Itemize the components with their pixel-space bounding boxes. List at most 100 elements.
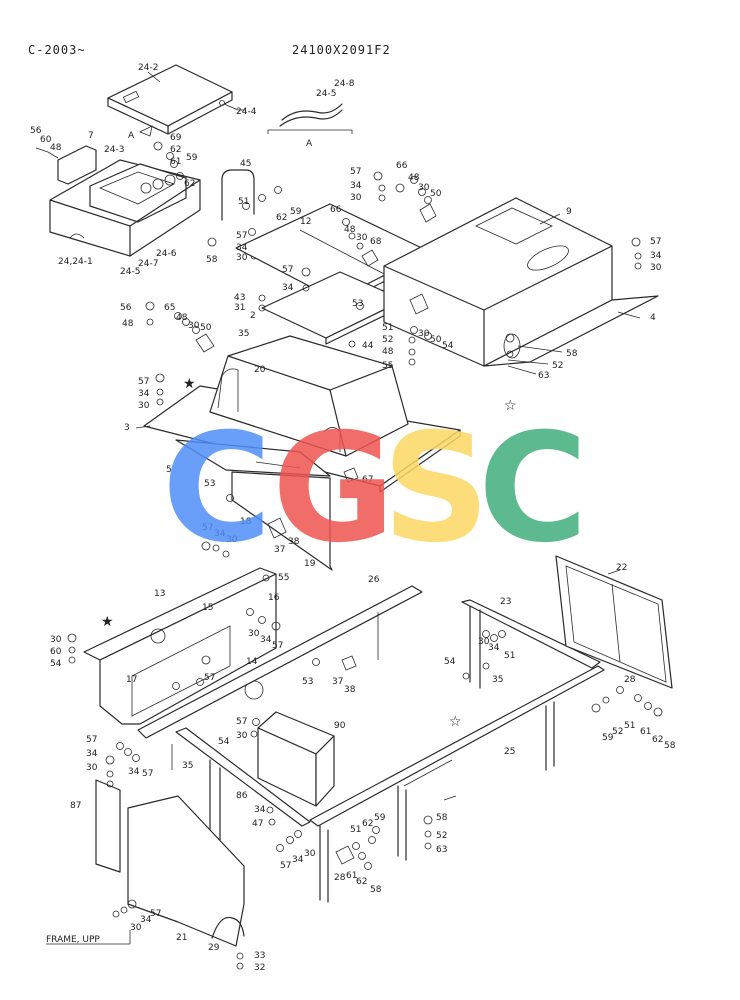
- part-label: 58: [370, 885, 382, 895]
- header-right-code: 24100X2091F2: [292, 43, 391, 57]
- part-label: 48: [408, 173, 420, 183]
- part-label: 9: [566, 207, 572, 217]
- part-label: 51: [382, 323, 393, 333]
- part-label: 57: [350, 167, 361, 177]
- part-label: 18: [240, 517, 252, 527]
- watermark-letter: G: [272, 402, 395, 576]
- part-label: 56: [30, 126, 42, 136]
- part-label: 69: [170, 133, 182, 143]
- part-label: 34: [292, 855, 304, 865]
- leader-lines: [46, 71, 641, 945]
- long-rail-86: [175, 727, 311, 841]
- part-label: 59: [186, 153, 198, 163]
- part-label: 50: [200, 323, 212, 333]
- part-label: 62: [652, 735, 663, 745]
- part-label: 34: [282, 283, 294, 293]
- part-label: 60: [50, 647, 62, 657]
- part-label: 62: [184, 179, 195, 189]
- panel-87: [95, 779, 121, 873]
- part-label: 63: [436, 845, 447, 855]
- cover-plate-24-2: [107, 64, 239, 135]
- part-label: 61: [170, 157, 181, 167]
- part-label: 38: [288, 537, 300, 547]
- part-label: 63: [538, 371, 549, 381]
- part-label: 57: [280, 861, 291, 871]
- part-label: 48: [176, 313, 188, 323]
- part-label: 30: [188, 321, 200, 331]
- watermark-letter: S: [382, 402, 490, 576]
- part-label: 19: [304, 559, 316, 569]
- part-label: 38: [344, 685, 356, 695]
- part-label: 52: [382, 335, 393, 345]
- watermark-letter: C: [162, 402, 272, 576]
- part-label: 48: [344, 225, 356, 235]
- part-label: 86: [236, 791, 248, 801]
- part-label: 57: [204, 673, 215, 683]
- rail-26: [137, 585, 423, 739]
- part-label: 30: [86, 763, 98, 773]
- part-label: 32: [254, 963, 265, 973]
- star-marker-hollow: ☆: [449, 714, 462, 730]
- part-label: 57: [272, 641, 283, 651]
- part-label: 34: [86, 749, 98, 759]
- part-label: 34: [350, 181, 362, 191]
- part-label: 14: [246, 657, 258, 667]
- part-label: 4: [650, 313, 656, 323]
- part-label: 51: [624, 721, 635, 731]
- part-label: 34: [260, 635, 272, 645]
- part-label: 7: [88, 131, 94, 141]
- part-label: 28: [334, 873, 346, 883]
- part-label: 54: [442, 341, 454, 351]
- part-label: 57: [150, 909, 161, 919]
- part-label: 29: [208, 943, 220, 953]
- part-label: 24-6: [156, 249, 177, 259]
- part-label: 68: [370, 237, 382, 247]
- part-label: 45: [240, 159, 251, 169]
- part-label: 28: [624, 675, 636, 685]
- part-label: 13: [154, 589, 165, 599]
- part-label: 57: [236, 231, 247, 241]
- part-label: 30: [236, 253, 248, 263]
- part-label: 52: [612, 727, 623, 737]
- part-label: 15: [202, 603, 213, 613]
- part-label: 24-5: [120, 267, 140, 277]
- part-label: 67: [362, 475, 373, 485]
- part-label: 61: [346, 871, 357, 881]
- part-label: 17: [126, 675, 137, 685]
- footer-label: FRAME, UPP: [46, 935, 100, 945]
- part-label: 5: [166, 465, 172, 475]
- part-label: 30: [130, 923, 142, 933]
- part-label: 54: [444, 657, 456, 667]
- star-marker-filled: ★: [183, 376, 196, 392]
- part-label: 52: [436, 831, 447, 841]
- part-label: 30: [50, 635, 62, 645]
- toolbox-90: [257, 711, 335, 807]
- part-label: 30: [138, 401, 150, 411]
- part-label: 30: [350, 193, 362, 203]
- part-label: 53: [204, 479, 215, 489]
- part-label: 23: [500, 597, 511, 607]
- part-label: 58: [664, 741, 676, 751]
- side-panel-13: [83, 567, 277, 725]
- watermark: C G S C: [162, 402, 588, 576]
- part-label: 30: [478, 637, 490, 647]
- fasteners-lower: [67, 574, 663, 970]
- part-label: 34: [140, 915, 152, 925]
- part-label: 24-5: [316, 89, 336, 99]
- part-label: 57: [142, 769, 153, 779]
- door-22: [555, 555, 673, 689]
- part-label: 24-8: [334, 79, 355, 89]
- part-label: 52: [552, 361, 563, 371]
- part-label: 16: [268, 593, 280, 603]
- part-label: 61: [640, 727, 651, 737]
- part-label: 44: [362, 341, 374, 351]
- part-label: 25: [504, 747, 515, 757]
- part-label: 37: [332, 677, 343, 687]
- part-label: 50: [430, 189, 442, 199]
- part-label: 35: [238, 329, 249, 339]
- hood-9: [383, 197, 659, 367]
- part-label: 2: [250, 311, 256, 321]
- part-label: 57: [86, 735, 97, 745]
- part-label: 30: [304, 849, 316, 859]
